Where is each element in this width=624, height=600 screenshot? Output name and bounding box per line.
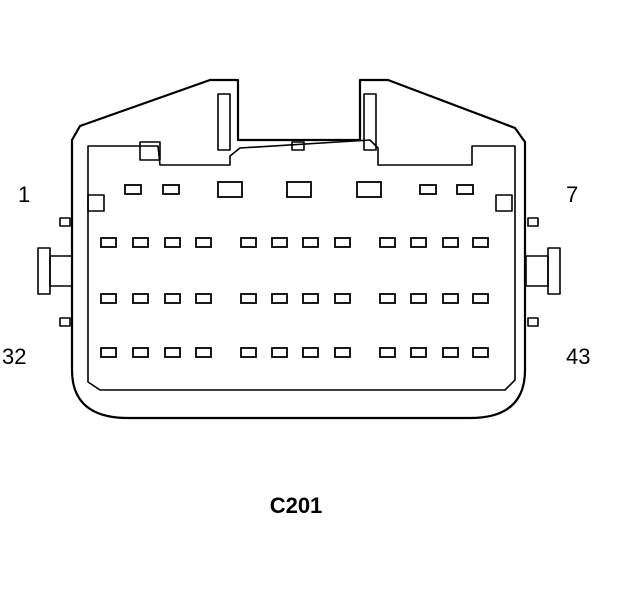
- pin-cavity: [240, 347, 257, 358]
- pin-cavity: [302, 237, 319, 248]
- pin-cavity-top-small: [419, 184, 437, 195]
- pin-cavities: [100, 181, 489, 358]
- pin-cavity: [302, 293, 319, 304]
- pin-cavity: [100, 237, 117, 248]
- pin-cavity: [472, 237, 489, 248]
- pin-cavity-top-small: [162, 184, 180, 195]
- pin-cavity-top-large: [286, 181, 312, 198]
- pin-cavity: [334, 237, 351, 248]
- pin-cavity: [100, 293, 117, 304]
- pin-cavity: [164, 347, 181, 358]
- pin-cavity: [132, 347, 149, 358]
- pin-cavity: [442, 293, 459, 304]
- pin-cavity: [271, 293, 288, 304]
- pin-cavity: [410, 293, 427, 304]
- pin-cavity-top-large: [217, 181, 243, 198]
- pin-cavity: [472, 347, 489, 358]
- pin-cavity: [442, 347, 459, 358]
- pin-cavity: [240, 237, 257, 248]
- pin-cavity: [132, 293, 149, 304]
- pin-cavity: [240, 293, 257, 304]
- pin-cavity-top-small: [456, 184, 474, 195]
- pin-cavity: [472, 293, 489, 304]
- connector-name: C201: [270, 493, 323, 518]
- pin-label-43: 43: [566, 344, 590, 369]
- pin-cavity: [410, 237, 427, 248]
- pin-label-1: 1: [18, 182, 30, 207]
- pin-cavity: [379, 293, 396, 304]
- pin-cavity: [195, 347, 212, 358]
- pin-cavity: [164, 293, 181, 304]
- pin-label-7: 7: [566, 182, 578, 207]
- pin-label-32: 32: [2, 344, 26, 369]
- pin-cavity: [195, 237, 212, 248]
- pin-cavity: [379, 347, 396, 358]
- pin-cavity: [132, 237, 149, 248]
- pin-cavity: [100, 347, 117, 358]
- connector-housing: [37, 78, 561, 420]
- pin-cavity: [379, 237, 396, 248]
- pin-cavity-top-large: [356, 181, 382, 198]
- pin-cavity: [195, 293, 212, 304]
- pin-cavity: [302, 347, 319, 358]
- pin-cavity: [271, 347, 288, 358]
- pin-cavity: [442, 237, 459, 248]
- pin-cavity: [334, 347, 351, 358]
- pin-cavity: [334, 293, 351, 304]
- pin-cavity: [271, 237, 288, 248]
- pin-cavity-top-small: [124, 184, 142, 195]
- pin-cavity: [410, 347, 427, 358]
- pin-cavity: [164, 237, 181, 248]
